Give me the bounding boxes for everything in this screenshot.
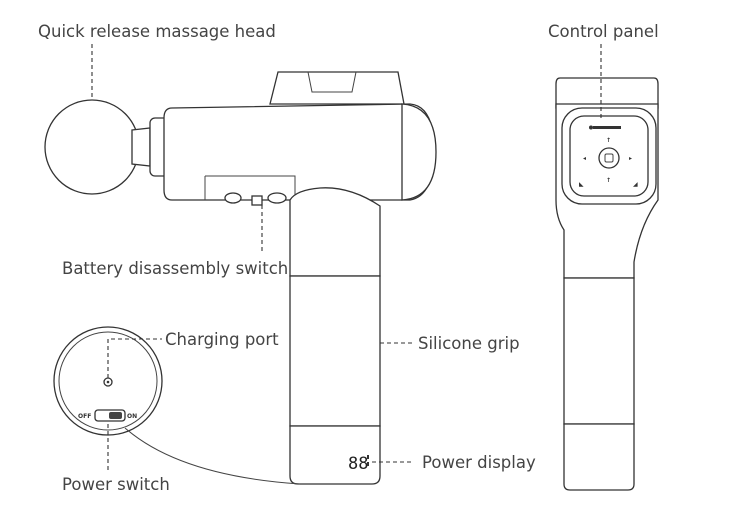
charging-port-pin <box>106 380 110 384</box>
label-charging-port: Charging port <box>165 330 279 349</box>
label-power-display: Power display <box>422 453 536 472</box>
label-control-panel: Control panel <box>548 22 659 41</box>
panel-icon-top: ↑ <box>606 137 611 144</box>
detail-connector-line <box>124 427 301 485</box>
front-view: ↑ ◂ ▸ ↑ ◣ ◢ <box>555 77 659 491</box>
handle-base <box>289 425 381 485</box>
massage-head-ball <box>44 99 140 195</box>
side-view: 88 <box>44 71 437 485</box>
label-massage-head: Quick release massage head <box>38 22 276 41</box>
panel-icon-br: ◢ <box>633 181 638 188</box>
power-display-bar-1 <box>367 455 369 459</box>
switch-on-text: ON <box>127 413 137 420</box>
handle-neck <box>289 187 381 277</box>
battery-switch-knob-left <box>224 192 242 204</box>
label-power-switch: Power switch <box>62 475 170 494</box>
label-battery-switch: Battery disassembly switch <box>62 259 288 278</box>
center-button <box>598 147 620 169</box>
leader-lines <box>91 44 602 472</box>
power-display-bar-2 <box>367 462 369 466</box>
power-switch-detail: OFF ON <box>53 326 301 485</box>
center-button-icon <box>604 153 614 163</box>
battery-panel <box>204 175 296 200</box>
battery-switch-knob-right <box>267 192 287 204</box>
switch-off-text: OFF <box>78 413 91 420</box>
front-base <box>563 423 635 491</box>
panel-icon-left: ◂ <box>583 155 586 162</box>
brand-logo-dot <box>589 125 593 130</box>
power-display: 88 <box>348 454 369 474</box>
battery-switch-tab <box>251 195 263 206</box>
labels: Quick release massage head Control panel… <box>38 22 659 494</box>
detail-circle-inner <box>58 331 158 431</box>
power-switch-knob <box>109 412 122 419</box>
panel-icon-right: ▸ <box>629 155 632 162</box>
label-silicone-grip: Silicone grip <box>418 334 520 353</box>
top-cap <box>269 71 405 105</box>
panel-icon-bl: ◣ <box>579 181 584 188</box>
top-cap-inner <box>307 71 357 93</box>
brand-logo-mark <box>593 126 621 129</box>
leader-charging-port <box>107 338 162 378</box>
rear-cap <box>401 103 437 201</box>
power-display-digits: 88 <box>348 454 368 474</box>
head-connector <box>131 127 151 167</box>
panel-icon-bottom: ↑ <box>606 177 611 184</box>
silicone-grip-body <box>289 275 381 427</box>
front-grip <box>563 277 635 425</box>
